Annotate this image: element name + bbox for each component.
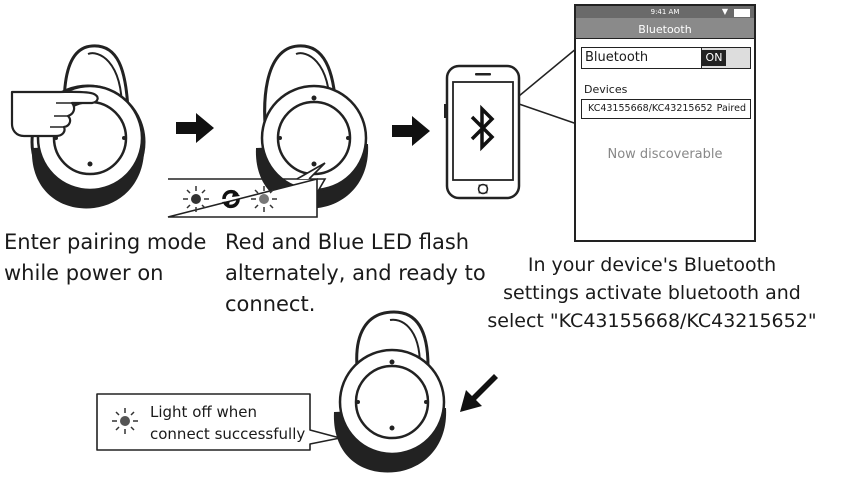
bluetooth-toggle[interactable]: ON <box>701 48 750 68</box>
led-off-icon <box>112 408 138 434</box>
step-3-line-3: select "KC43155668/KC43215652" <box>487 310 817 332</box>
battery-icon <box>734 9 750 17</box>
bluetooth-row[interactable]: Bluetooth ON <box>581 47 751 69</box>
bottom-callout-text: Light off when connect successfully <box>150 401 305 445</box>
arrow-right-icon <box>176 113 214 143</box>
step-2-line-3: connect. <box>225 292 316 316</box>
headphone-3 <box>333 310 447 473</box>
led-callout <box>167 162 327 218</box>
step-1-line-2: while power on <box>4 261 164 285</box>
arrow-right-icon <box>392 116 430 146</box>
step-1-caption: Enter pairing mode while power on <box>4 227 206 289</box>
step-2-caption: Red and Blue LED flash alternately, and … <box>225 227 486 320</box>
toggle-on-label: ON <box>702 50 726 66</box>
arrow-down-left-icon <box>460 374 498 412</box>
bluetooth-icon <box>470 104 495 152</box>
step-3-caption: In your device's Bluetooth settings acti… <box>462 251 842 335</box>
led-flash-icon <box>183 186 209 212</box>
device-row[interactable]: KC43155668/KC43215652 Paired <box>581 99 751 119</box>
step-2-line-2: alternately, and ready to <box>225 261 486 285</box>
refresh-cycle-icon <box>222 189 240 209</box>
bottom-callout-line-2: connect successfully <box>150 425 306 443</box>
phone-screen: 9:41 AM ▼ Bluetooth Bluetooth ON Devices… <box>574 4 756 242</box>
screen-title: Bluetooth <box>638 23 692 36</box>
device-status: Paired <box>716 103 746 114</box>
devices-header: Devices <box>584 83 628 96</box>
zoom-lines <box>518 47 578 125</box>
step-3-line-2: settings activate bluetooth and <box>503 282 801 304</box>
nav-bar: Bluetooth <box>576 18 754 39</box>
bottom-callout-line-1: Light off when <box>150 403 257 421</box>
bottom-callout-box <box>96 393 341 451</box>
device-name: KC43155668/KC43215652 <box>588 103 713 114</box>
status-time: 9:41 AM <box>650 8 680 16</box>
bluetooth-row-label: Bluetooth <box>585 50 649 65</box>
wifi-icon: ▼ <box>721 7 728 16</box>
status-message: Now discoverable <box>607 147 723 162</box>
step-2-line-1: Red and Blue LED flash <box>225 230 470 254</box>
status-bar: 9:41 AM ▼ <box>576 6 754 18</box>
step-3-line-1: In your device's Bluetooth <box>527 254 777 276</box>
step-1-line-1: Enter pairing mode <box>4 230 207 254</box>
led-flash-icon <box>251 186 277 212</box>
finger-press-icon <box>10 90 99 138</box>
